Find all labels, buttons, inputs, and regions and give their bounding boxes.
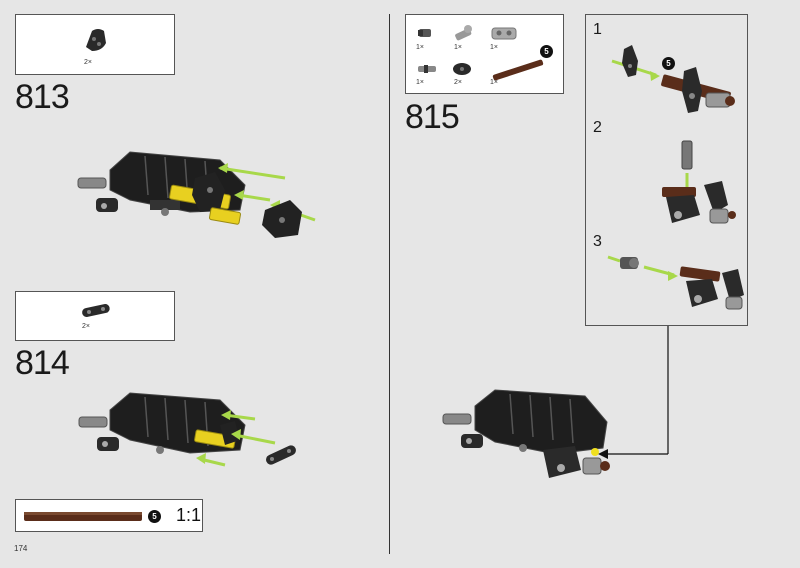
part-qty: 2× <box>454 79 462 86</box>
substep-label: 1 <box>593 21 602 38</box>
part-qty: 2× <box>84 59 92 66</box>
round-connector-icon <box>453 63 471 75</box>
pin-icon <box>418 29 431 37</box>
substep-2-illustration <box>662 140 736 224</box>
step-number-813: 813 <box>15 78 70 116</box>
substep-3-illustration <box>607 255 744 310</box>
page-number: 174 <box>14 544 28 553</box>
substep-1-illustration <box>611 45 735 113</box>
beam-connector-icon <box>82 304 110 317</box>
part-qty: 2× <box>82 323 90 330</box>
axle-5-icon <box>492 59 544 81</box>
assembly-illustration-813 <box>77 151 316 238</box>
step-number-814: 814 <box>15 344 70 382</box>
wedge-panel-icon <box>86 29 106 51</box>
step-number-815: 815 <box>405 98 460 136</box>
scale-guide: 5 1:1 <box>15 499 203 532</box>
parts-callout-815: 1× 1× 1× 1× 2× 1× 5 <box>405 14 564 94</box>
assembly-illustration-814 <box>78 392 296 467</box>
substep-label: 3 <box>593 233 602 250</box>
part-qty: 1× <box>454 44 462 51</box>
page-divider <box>389 14 390 554</box>
parts-callout-813: 2× <box>15 14 175 75</box>
part-qty: 1× <box>416 44 424 51</box>
part-qty: 1× <box>490 44 498 51</box>
scale-ratio: 1:1 <box>176 505 202 525</box>
parts-callout-814: 2× <box>15 291 175 341</box>
axle-length-badge: 5 <box>662 57 675 70</box>
substep-label: 2 <box>593 119 602 136</box>
assembly-illustration-815 <box>442 389 610 478</box>
axle-length-badge: 5 <box>540 45 553 58</box>
axle-scale-icon <box>24 512 142 521</box>
part-qty: 1× <box>416 79 424 86</box>
short-pin-icon <box>418 65 436 73</box>
connector-block-icon <box>491 27 517 40</box>
substep-panel: 1 2 3 5 <box>585 14 748 326</box>
axle-length-badge: 5 <box>148 510 161 523</box>
axle-joint-icon <box>455 25 472 41</box>
part-qty: 1× <box>490 79 498 86</box>
